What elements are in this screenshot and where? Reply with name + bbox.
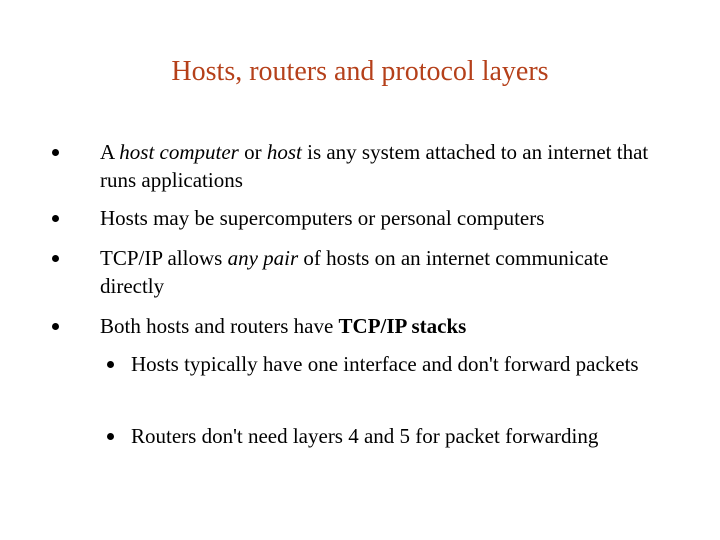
bullet-text: A host computer or host is any system at… [100, 140, 649, 192]
bullet-item-host-types: Hosts may be supercomputers or personal … [52, 204, 652, 232]
bullet-text: Hosts may be supercomputers or personal … [100, 206, 545, 230]
bullet-icon [52, 149, 59, 156]
bullet-icon [52, 215, 59, 222]
slide-title: Hosts, routers and protocol layers [171, 56, 549, 87]
bullet-text: TCP/IP allows any pair of hosts on an in… [100, 246, 609, 298]
bullet-icon [52, 323, 59, 330]
bullet-text: Hosts typically have one interface and d… [131, 352, 639, 376]
bullet-icon [107, 433, 114, 440]
bullet-item-tcpip-stacks: Both hosts and routers have TCP/IP stack… [52, 312, 652, 340]
sub-bullet-item-routers-layers: Routers don't need layers 4 and 5 for pa… [107, 422, 687, 450]
bullet-item-host-definition: A host computer or host is any system at… [52, 138, 652, 194]
bullet-item-any-pair: TCP/IP allows any pair of hosts on an in… [52, 244, 652, 300]
bullet-icon [52, 255, 59, 262]
bullet-text: Both hosts and routers have TCP/IP stack… [100, 314, 467, 338]
sub-bullet-item-hosts-interface: Hosts typically have one interface and d… [107, 350, 687, 378]
bullet-text: Routers don't need layers 4 and 5 for pa… [131, 424, 599, 448]
bullet-icon [107, 361, 114, 368]
